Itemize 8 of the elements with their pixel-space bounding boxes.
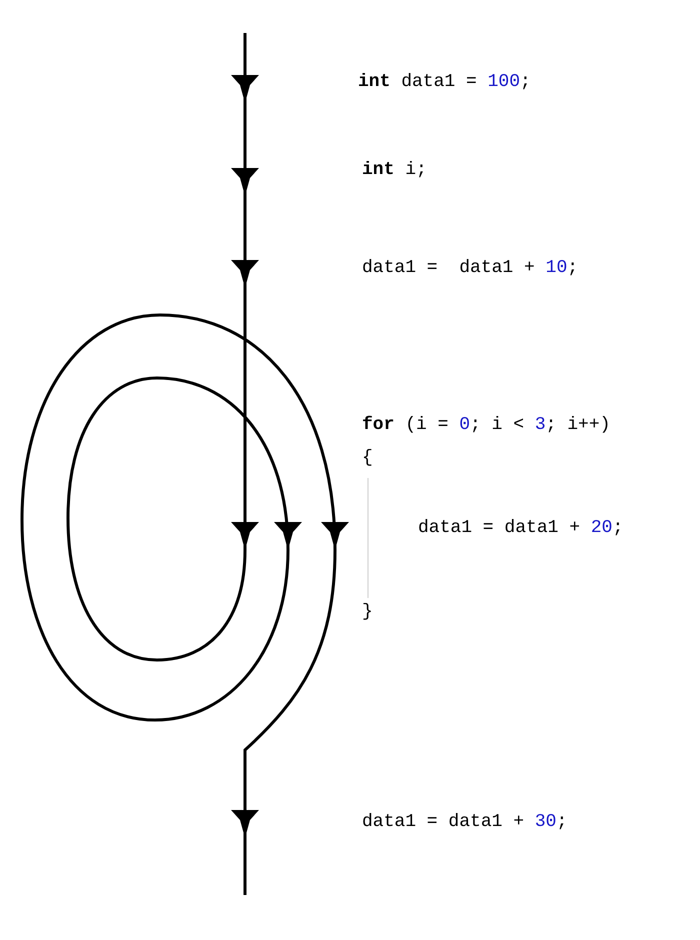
code-line: for (i = 0; i < 3; i++) [362, 414, 610, 437]
code-line: data1 = data1 + 10; [362, 257, 578, 280]
code-line: } [362, 601, 373, 624]
code-line: data1 = data1 + 20; [418, 517, 624, 540]
code-line: int i; [362, 159, 427, 182]
code-line: int data1 = 100; [358, 71, 531, 94]
code-line: data1 = data1 + 30; [362, 811, 568, 834]
code-line: { [362, 447, 373, 470]
